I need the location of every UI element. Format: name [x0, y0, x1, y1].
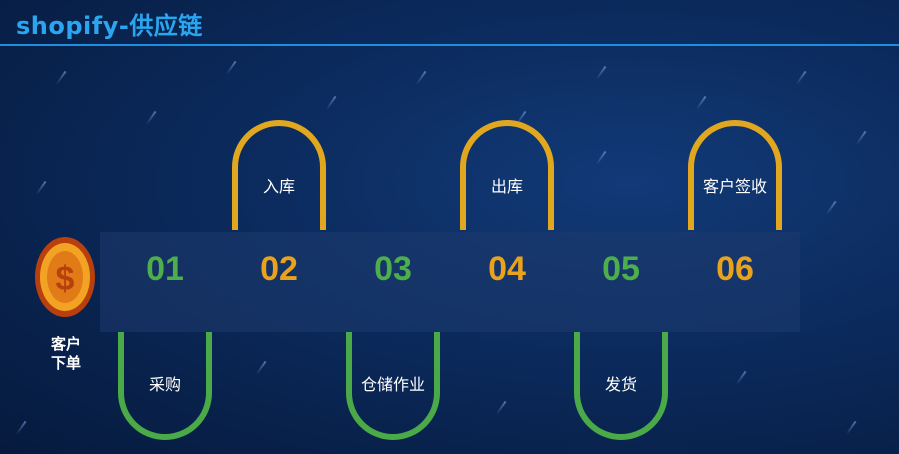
arch-step-01: [118, 332, 212, 440]
step-label-01: 采购: [148, 375, 181, 394]
arch-step-04: [460, 120, 554, 230]
arch-step-02: [232, 120, 326, 230]
step-label-02: 入库: [262, 177, 295, 196]
step-number-03: 03: [374, 250, 412, 288]
customer-label-line1: 客户: [50, 335, 81, 353]
step-label-06: 客户签收: [702, 177, 767, 196]
process-band: [100, 232, 800, 332]
page-title: shopify-供应链: [16, 12, 203, 40]
step-number-04: 04: [488, 250, 526, 288]
step-label-04: 出库: [490, 177, 523, 196]
step-number-02: 02: [260, 250, 298, 288]
arch-step-05: [574, 332, 668, 440]
step-label-05: 发货: [604, 375, 637, 394]
step-number-06: 06: [716, 250, 754, 288]
customer-order-label: 客户 下单: [40, 335, 92, 373]
step-label-03: 仓储作业: [360, 375, 425, 394]
customer-label-line2: 下单: [50, 354, 81, 372]
arch-step-03: [346, 332, 440, 440]
title-underline: [0, 44, 899, 46]
step-number-01: 01: [146, 250, 184, 288]
arch-step-06: [688, 120, 782, 230]
step-number-05: 05: [602, 250, 640, 288]
svg-text:$: $: [56, 260, 75, 298]
dollar-coin-icon: $: [35, 237, 95, 317]
